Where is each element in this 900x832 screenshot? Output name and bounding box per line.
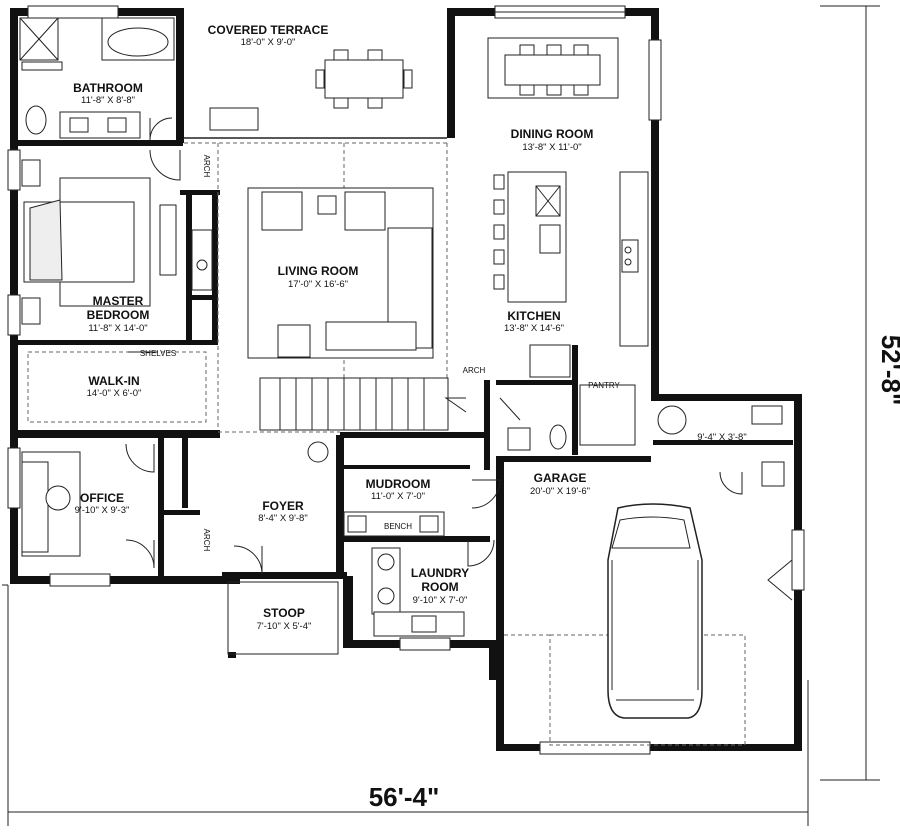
doors [125,117,793,601]
room-name-mudroom: MUDROOM [366,477,431,491]
overall-width-dimension: 56'-4" [369,782,440,812]
room-name-master-1: MASTER [93,294,144,308]
car [607,503,703,719]
room-name-pantry: PANTRY [588,381,620,390]
stairs [259,377,449,431]
bench-note: BENCH [384,522,412,531]
room-size-living-room: 17'-0" X 16'-6" [288,279,348,290]
room-size-master: 11'-8" X 14'-0" [88,323,147,334]
room-size-foyer: 8'-4" X 9'-8" [258,513,307,524]
shelves-note: SHELVES [140,349,176,358]
dimension-lines [2,5,880,826]
room-name-covered-terrace: COVERED TERRACE [208,23,329,37]
room-name-garage: GARAGE [534,471,587,485]
room-name-master-2: BEDROOM [87,308,150,322]
room-size-walk-in: 14'-0" X 6'-0" [87,388,142,399]
toilet [25,105,47,135]
room-name-foyer: FOYER [262,499,304,513]
fridge [529,344,571,378]
overall-depth-dimension: 52'-8" [876,335,900,406]
dining-table [504,54,601,86]
room-name-kitchen: KITCHEN [507,309,560,323]
room-size-storage: 9'-4" X 3'-8" [697,432,746,443]
room-size-office: 9'-10" X 9'-3" [75,505,130,516]
room-size-kitchen: 13'-8" X 14'-6" [504,323,564,334]
dresser [159,204,177,276]
room-size-mudroom: 11'-0" X 7'-0" [371,491,425,502]
room-name-dining-room: DINING ROOM [511,127,594,141]
room-size-bathroom: 11'-8" X 8'-8" [81,95,135,106]
furniture [19,17,785,719]
room-size-covered-terrace: 18'-0" X 9'-0" [241,37,296,48]
room-size-dining-room: 13'-8" X 11'-0" [522,142,581,153]
room-name-bathroom: BATHROOM [73,81,143,95]
windows [7,5,805,755]
armchair [261,191,303,231]
room-size-stoop: 7'-10" X 5'-4" [257,621,312,632]
room-name-living-room: LIVING ROOM [278,264,359,278]
arch-note: ARCH [463,366,486,375]
room-name-laundry-1: LAUNDRY [411,566,469,580]
room-name-laundry-2: ROOM [421,580,458,594]
room-name-stoop: STOOP [263,606,305,620]
arch-note: ARCH [202,529,211,552]
plan-notes: ARCH ARCH ARCH SHELVES BENCH [140,155,486,552]
arch-note: ARCH [202,155,211,178]
room-name-walk-in: WALK-IN [88,374,139,388]
room-size-laundry: 9'-10" X 7'-0" [413,595,468,606]
interior-walls [10,140,793,578]
room-size-garage: 20'-0" X 19'-6" [530,486,590,497]
lounge-chair [209,107,259,131]
plant [307,441,329,463]
room-name-office: OFFICE [80,491,124,505]
terrace-table [324,59,404,99]
desk [21,461,49,553]
room-labels: BATHROOM 11'-8" X 8'-8" COVERED TERRACE … [73,23,747,632]
armchair [344,191,386,231]
